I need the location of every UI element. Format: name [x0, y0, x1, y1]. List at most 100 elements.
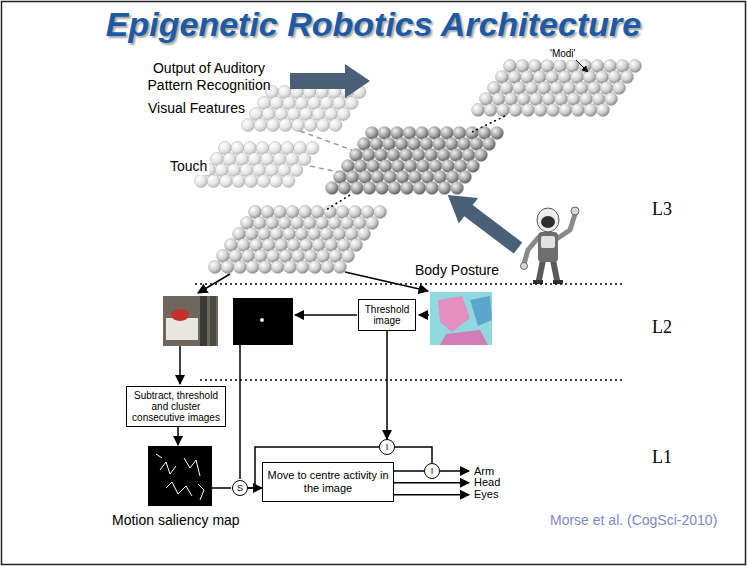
- sphere-grid: [472, 60, 642, 117]
- sphere: [363, 182, 376, 195]
- dotted-link: [326, 195, 350, 210]
- image-spot: [260, 318, 264, 322]
- sphere: [232, 175, 245, 188]
- sphere: [358, 228, 371, 241]
- sphere: [509, 104, 522, 117]
- robot-arm: [558, 214, 575, 238]
- output-arrow: [394, 482, 469, 484]
- sphere: [309, 261, 322, 274]
- level-label: L1: [652, 446, 672, 468]
- level-divider: [200, 379, 625, 381]
- sphere: [290, 164, 303, 177]
- sphere: [475, 149, 488, 162]
- sphere: [613, 82, 626, 95]
- flow-arrow: [177, 427, 179, 445]
- node-text: Threshold image: [362, 304, 412, 326]
- sphere: [376, 182, 389, 195]
- inhibit-node: I: [379, 439, 395, 455]
- sphere: [451, 182, 464, 195]
- sphere: [242, 119, 255, 132]
- level-label: L3: [652, 198, 672, 220]
- photo-ground: [163, 296, 218, 346]
- sphere: [388, 182, 401, 195]
- flow-arrow: [295, 314, 357, 316]
- sphere: [605, 93, 618, 106]
- signal-line: [212, 487, 231, 489]
- threshold-output-image: [233, 298, 293, 345]
- flow-arrow: [419, 314, 429, 316]
- sphere: [621, 71, 634, 84]
- saliency-blob: [184, 458, 200, 476]
- sphere-grid: [326, 127, 504, 195]
- sphere: [483, 138, 496, 151]
- robot-head: [537, 208, 559, 232]
- sphere: [304, 119, 317, 132]
- sphere: [522, 104, 535, 117]
- sphere: [209, 261, 222, 274]
- sphere: [338, 182, 351, 195]
- sphere: [292, 119, 305, 132]
- sphere: [259, 261, 272, 274]
- sphere: [271, 261, 284, 274]
- saliency-blob: [166, 482, 192, 496]
- connector: [386, 331, 388, 439]
- output-label: Eyes: [474, 488, 498, 501]
- dotted-link: [472, 116, 505, 132]
- sum-node: S: [232, 480, 248, 496]
- input-label: Output of Auditory Pattern Recognition: [134, 60, 284, 94]
- motion-saliency-image: [148, 446, 212, 506]
- robot-figure: [521, 207, 580, 284]
- sphere: [350, 239, 363, 252]
- photo-table: [166, 318, 198, 340]
- node-text: S: [237, 484, 243, 493]
- sphere: [597, 104, 610, 117]
- leader-line: [576, 60, 588, 72]
- sphere: [306, 142, 319, 155]
- flow-arrow: [179, 346, 181, 384]
- flow-arrow: [198, 274, 230, 293]
- sphere: [426, 182, 439, 195]
- saliency-blob: [160, 462, 176, 474]
- sphere: [246, 261, 259, 274]
- output-label: Head: [474, 476, 500, 489]
- level-divider: [195, 283, 625, 285]
- sphere: [472, 104, 485, 117]
- colour-patch: [470, 296, 492, 326]
- inhibit-node: I: [424, 463, 440, 479]
- sphere: [534, 104, 547, 117]
- robot-arm: [524, 238, 538, 264]
- sphere: [337, 108, 350, 121]
- sphere: [257, 175, 270, 188]
- output-arrow: [440, 470, 469, 472]
- robot-leg: [553, 260, 557, 280]
- sphere: [296, 261, 309, 274]
- modality-label: Touch: [168, 158, 209, 175]
- saliency-ground: [148, 446, 212, 506]
- colour-image: [430, 292, 492, 345]
- sphere: [366, 217, 379, 230]
- sphere-grid: [195, 142, 320, 188]
- sphere: [345, 97, 358, 110]
- modality-label: Body Posture: [415, 262, 499, 279]
- caption-label: Motion saliency map: [112, 512, 240, 529]
- sphere: [282, 175, 295, 188]
- sphere: [467, 160, 480, 173]
- sphere: [351, 182, 364, 195]
- sphere: [484, 104, 497, 117]
- sphere: [317, 119, 330, 132]
- citation: Morse et al. (CogSci-2010): [550, 512, 717, 529]
- sphere: [491, 127, 504, 140]
- dashed-link: [310, 166, 338, 172]
- sphere: [374, 206, 387, 219]
- level-label: L2: [652, 316, 672, 338]
- camera-photo: [163, 296, 218, 346]
- colour-patch: [438, 296, 470, 332]
- sphere: [267, 119, 280, 132]
- sphere: [221, 261, 234, 274]
- colour-patch: [440, 330, 488, 345]
- photo-object: [171, 309, 189, 321]
- connector: [394, 470, 424, 472]
- photo-leg: [210, 296, 216, 346]
- node-text: Subtract, threshold and cluster consecut…: [130, 390, 222, 423]
